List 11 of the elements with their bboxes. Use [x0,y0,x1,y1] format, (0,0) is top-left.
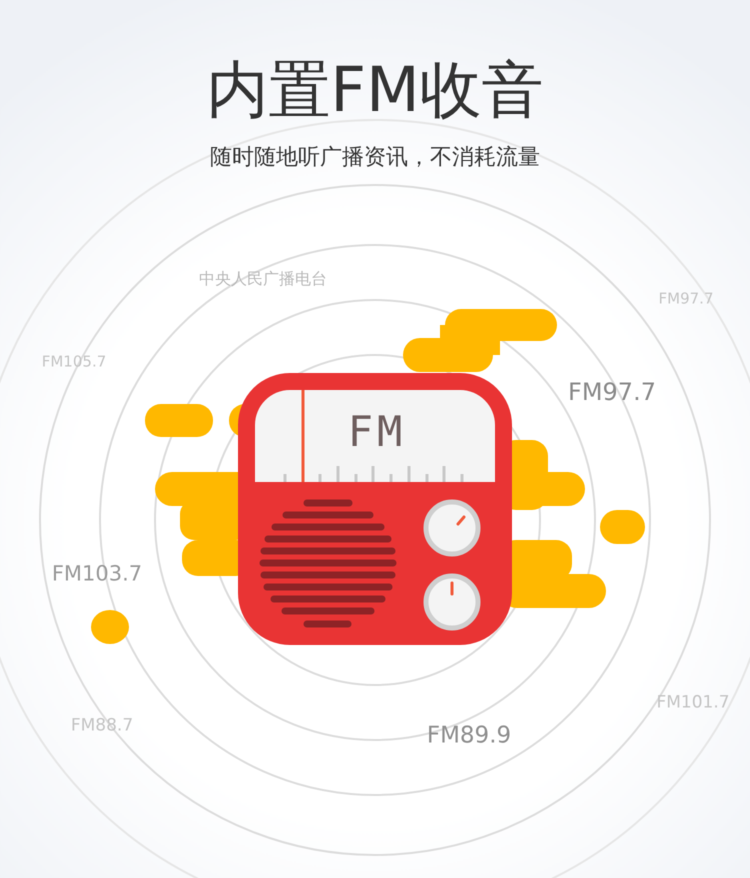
frequency-label: FM97.7 [658,292,714,306]
frequency-label: FM97.7 [568,380,656,404]
frequency-label: FM101.7 [656,694,730,712]
title: 内置FM收音 [206,59,544,121]
subtitle: 随时随地听广播资讯，不消耗流量 [210,147,540,169]
station-label: 中央人民广播电台 [199,271,327,287]
frequency-label: FM88.7 [70,718,134,734]
display-text: FM [348,411,406,453]
frequency-label: FM89.9 [426,724,512,748]
frequency-label: FM105.7 [42,354,106,370]
frequency-label: FM103.7 [52,564,142,584]
